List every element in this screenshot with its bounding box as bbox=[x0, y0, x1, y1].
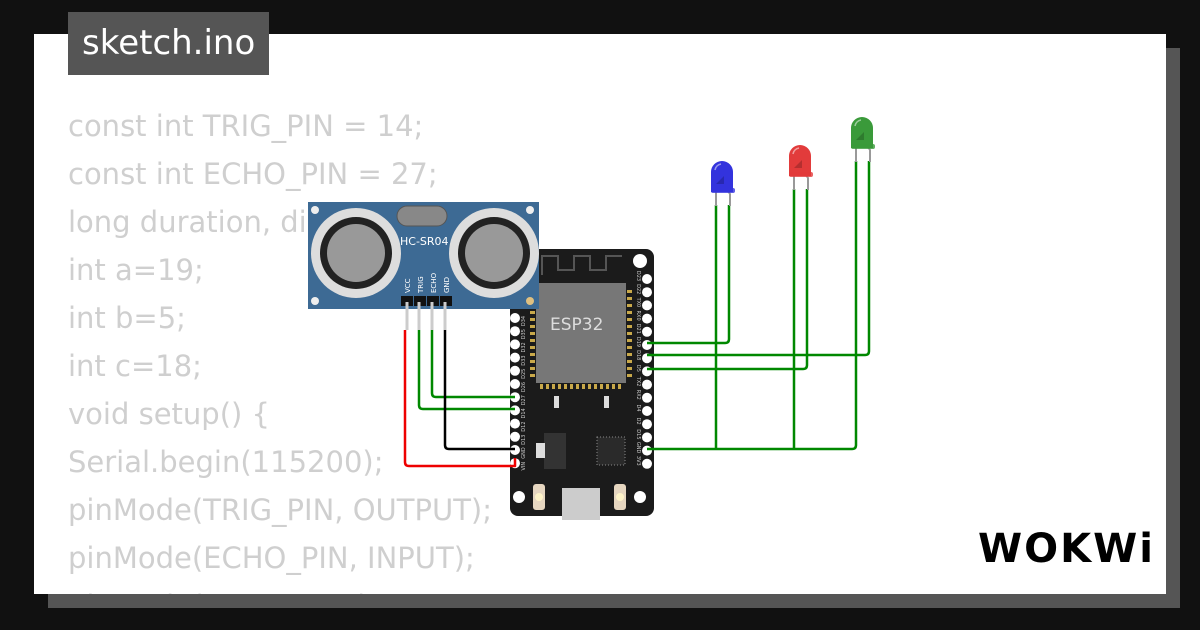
pin-label: D18 bbox=[635, 350, 641, 360]
pin-d33[interactable] bbox=[510, 352, 520, 363]
pin-label: D35 bbox=[521, 329, 527, 339]
wire-gnd[interactable] bbox=[443, 330, 515, 451]
code-line: const int TRIG_PIN = 14; bbox=[68, 109, 424, 143]
wire-led-gnd[interactable] bbox=[647, 161, 858, 451]
pin-d26[interactable] bbox=[510, 379, 520, 389]
wire-vcc-vin[interactable] bbox=[403, 330, 517, 468]
code-line: int a=19; bbox=[68, 253, 204, 287]
sensor-label: HC-SR04 bbox=[400, 235, 449, 248]
esp32-label: ESP32 bbox=[550, 315, 603, 335]
code-line: int b=5; bbox=[68, 301, 186, 335]
pin-gnd[interactable] bbox=[642, 445, 652, 456]
pin-label: VIN bbox=[521, 462, 527, 471]
code-line: pinMode(TRIG_PIN, OUTPUT); bbox=[68, 493, 493, 527]
pin-label: TRIG bbox=[417, 276, 425, 294]
code-line: int c=18; bbox=[68, 349, 202, 383]
pin-d13[interactable] bbox=[510, 431, 520, 442]
pin-d21[interactable] bbox=[642, 326, 652, 337]
pin-label: VCC bbox=[404, 278, 412, 293]
wire-echo-d27[interactable] bbox=[430, 330, 515, 399]
pin-d19[interactable] bbox=[642, 340, 652, 350]
pin-label: D21 bbox=[635, 324, 641, 334]
pin-label: D14 bbox=[521, 408, 527, 418]
esp32-module bbox=[536, 283, 626, 383]
code-line: pinMode(ECHO_PIN, INPUT); bbox=[68, 541, 475, 575]
pin-d12[interactable] bbox=[510, 418, 520, 429]
pin-d22[interactable] bbox=[642, 287, 652, 298]
wire-blue-led-d19[interactable] bbox=[647, 205, 731, 345]
pin-rx2[interactable] bbox=[642, 392, 652, 403]
pin-d14[interactable] bbox=[510, 405, 520, 416]
pin-3v3[interactable] bbox=[642, 458, 652, 469]
code-line: Serial.begin(115200); bbox=[68, 445, 384, 479]
blue-led[interactable] bbox=[711, 161, 735, 206]
pin-label: 3V3 bbox=[635, 456, 641, 466]
code-line: void setup() { bbox=[68, 397, 270, 431]
pin-label: D27 bbox=[521, 395, 527, 405]
pin-label: D15 bbox=[635, 429, 641, 439]
green-led[interactable] bbox=[851, 117, 875, 162]
pin-label: D25 bbox=[521, 369, 527, 379]
pin-label: TX0 bbox=[635, 297, 641, 308]
hc-sr04-sensor[interactable]: HC-SR04 VCC TRIG ECHO GND bbox=[308, 202, 539, 330]
pin-tx2[interactable] bbox=[642, 379, 652, 390]
wire-trig-d14[interactable] bbox=[417, 330, 515, 411]
sketch-filename: sketch.ino bbox=[68, 12, 270, 75]
pin-label: D32 bbox=[521, 342, 527, 352]
pin-label: D19 bbox=[635, 337, 641, 347]
circuit-diagram: ESP32 D34D35D32D33D25D26D27D14D12D13GNDV… bbox=[308, 117, 875, 520]
pin-d35[interactable] bbox=[510, 326, 520, 337]
pin-d32[interactable] bbox=[510, 339, 520, 350]
usb-port bbox=[562, 488, 600, 520]
pin-label: D26 bbox=[521, 382, 527, 392]
pin-label: ECHO bbox=[430, 272, 438, 293]
pin-d25[interactable] bbox=[510, 365, 520, 376]
code-preview: const int TRIG_PIN = 14; const int ECHO_… bbox=[68, 102, 492, 594]
pin-d2[interactable] bbox=[642, 419, 652, 430]
pin-d34[interactable] bbox=[510, 313, 520, 323]
code-line: pinMode(a, OUTPUT); bbox=[68, 582, 492, 594]
pin-label: D33 bbox=[521, 355, 527, 365]
pin-label: RX2 bbox=[635, 390, 641, 400]
pin-label: D12 bbox=[521, 421, 527, 431]
pin-label: GND bbox=[521, 447, 527, 459]
pin-tx0[interactable] bbox=[642, 300, 652, 311]
pin-d4[interactable] bbox=[642, 406, 652, 416]
wire-red-led-d5[interactable] bbox=[647, 189, 809, 371]
pin-label: D13 bbox=[521, 435, 527, 445]
pin-label: D4 bbox=[635, 404, 641, 411]
pin-label: TX2 bbox=[635, 376, 641, 387]
pin-label: D34 bbox=[521, 316, 527, 326]
pin-d15[interactable] bbox=[642, 432, 652, 443]
pin-rx0[interactable] bbox=[642, 313, 652, 324]
pin-label: D5 bbox=[635, 365, 641, 372]
red-led[interactable] bbox=[789, 145, 813, 190]
pin-label: RX0 bbox=[635, 311, 641, 321]
pin-label: D2 bbox=[635, 418, 641, 425]
pin-label: D22 bbox=[635, 284, 641, 294]
wokwi-logo: WOKWi bbox=[978, 526, 1155, 572]
pin-label: GND bbox=[635, 442, 641, 454]
code-line: const int ECHO_PIN = 27; bbox=[68, 157, 438, 191]
pin-d23[interactable] bbox=[642, 274, 652, 284]
wire-green-led-d18[interactable] bbox=[647, 161, 871, 357]
pin-label: D23 bbox=[635, 271, 641, 281]
pin-label: GND bbox=[443, 277, 451, 293]
